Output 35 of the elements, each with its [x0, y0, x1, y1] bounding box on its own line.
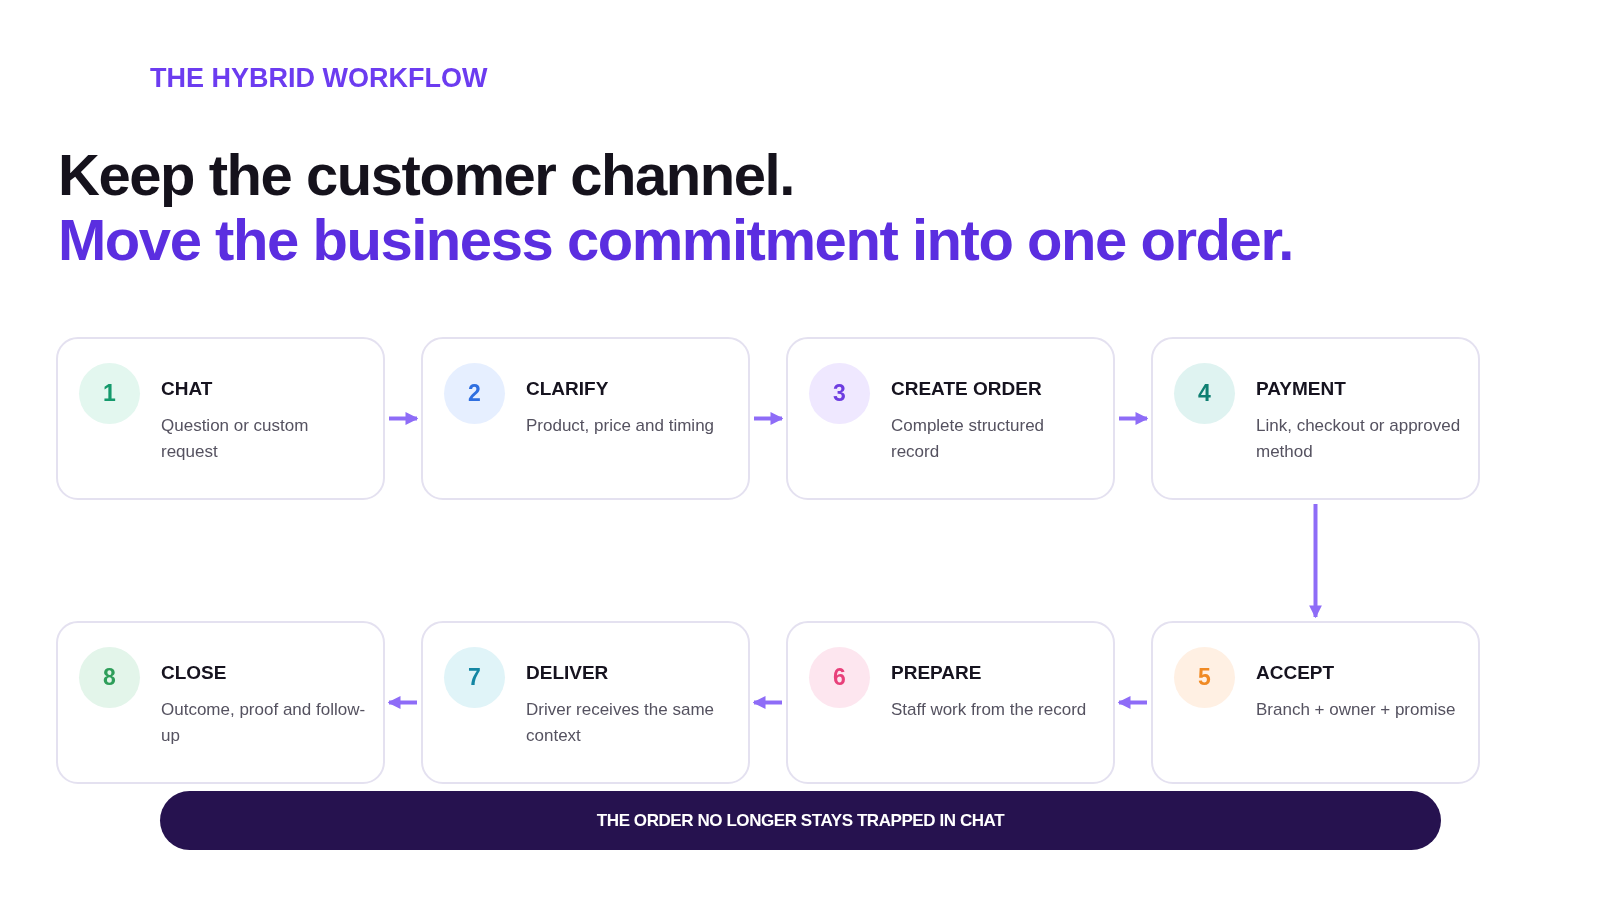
step-card — [421, 337, 750, 500]
arrow — [1119, 412, 1149, 425]
arrow — [387, 696, 417, 709]
arrow — [1309, 504, 1322, 619]
step-card — [786, 621, 1115, 784]
step-description: Product, price and timing — [526, 415, 716, 437]
step-description: Outcome, proof and follow-up — [161, 699, 366, 747]
step-description: Link, checkout or approved method — [1256, 415, 1461, 463]
step-description: Question or custom request — [161, 415, 310, 463]
step-title: CLARIFY — [526, 377, 609, 401]
step-title: PAYMENT — [1256, 377, 1346, 401]
arrow — [752, 696, 782, 709]
step-card — [1151, 337, 1480, 500]
step-description: Driver receives the same context — [526, 699, 715, 747]
arrow — [389, 412, 419, 425]
step-title: CHAT — [161, 377, 213, 401]
step-description: Branch + owner + promise — [1256, 699, 1457, 721]
step-card — [421, 621, 750, 784]
headline: Keep the customer channel. — [58, 142, 794, 208]
step-description: Staff work from the record — [891, 699, 1088, 721]
step-card — [1151, 621, 1480, 784]
step-title: PREPARE — [891, 661, 982, 685]
arrow — [754, 412, 784, 425]
step-description: Complete structured record — [891, 415, 1046, 463]
banner-text: THE ORDER NO LONGER STAYS TRAPPED IN CHAT — [596, 809, 1005, 832]
step-card — [56, 337, 385, 500]
step-title: DELIVER — [526, 661, 609, 685]
arrow — [1117, 696, 1147, 709]
step-card — [56, 621, 385, 784]
section-label: THE HYBRID WORKFLOW — [150, 62, 488, 95]
step-card — [786, 337, 1115, 500]
step-title: CREATE ORDER — [891, 377, 1042, 401]
step-title: ACCEPT — [1256, 661, 1335, 685]
step-title: CLOSE — [161, 661, 227, 685]
headline: Move the business commitment into one order. — [58, 207, 1293, 273]
